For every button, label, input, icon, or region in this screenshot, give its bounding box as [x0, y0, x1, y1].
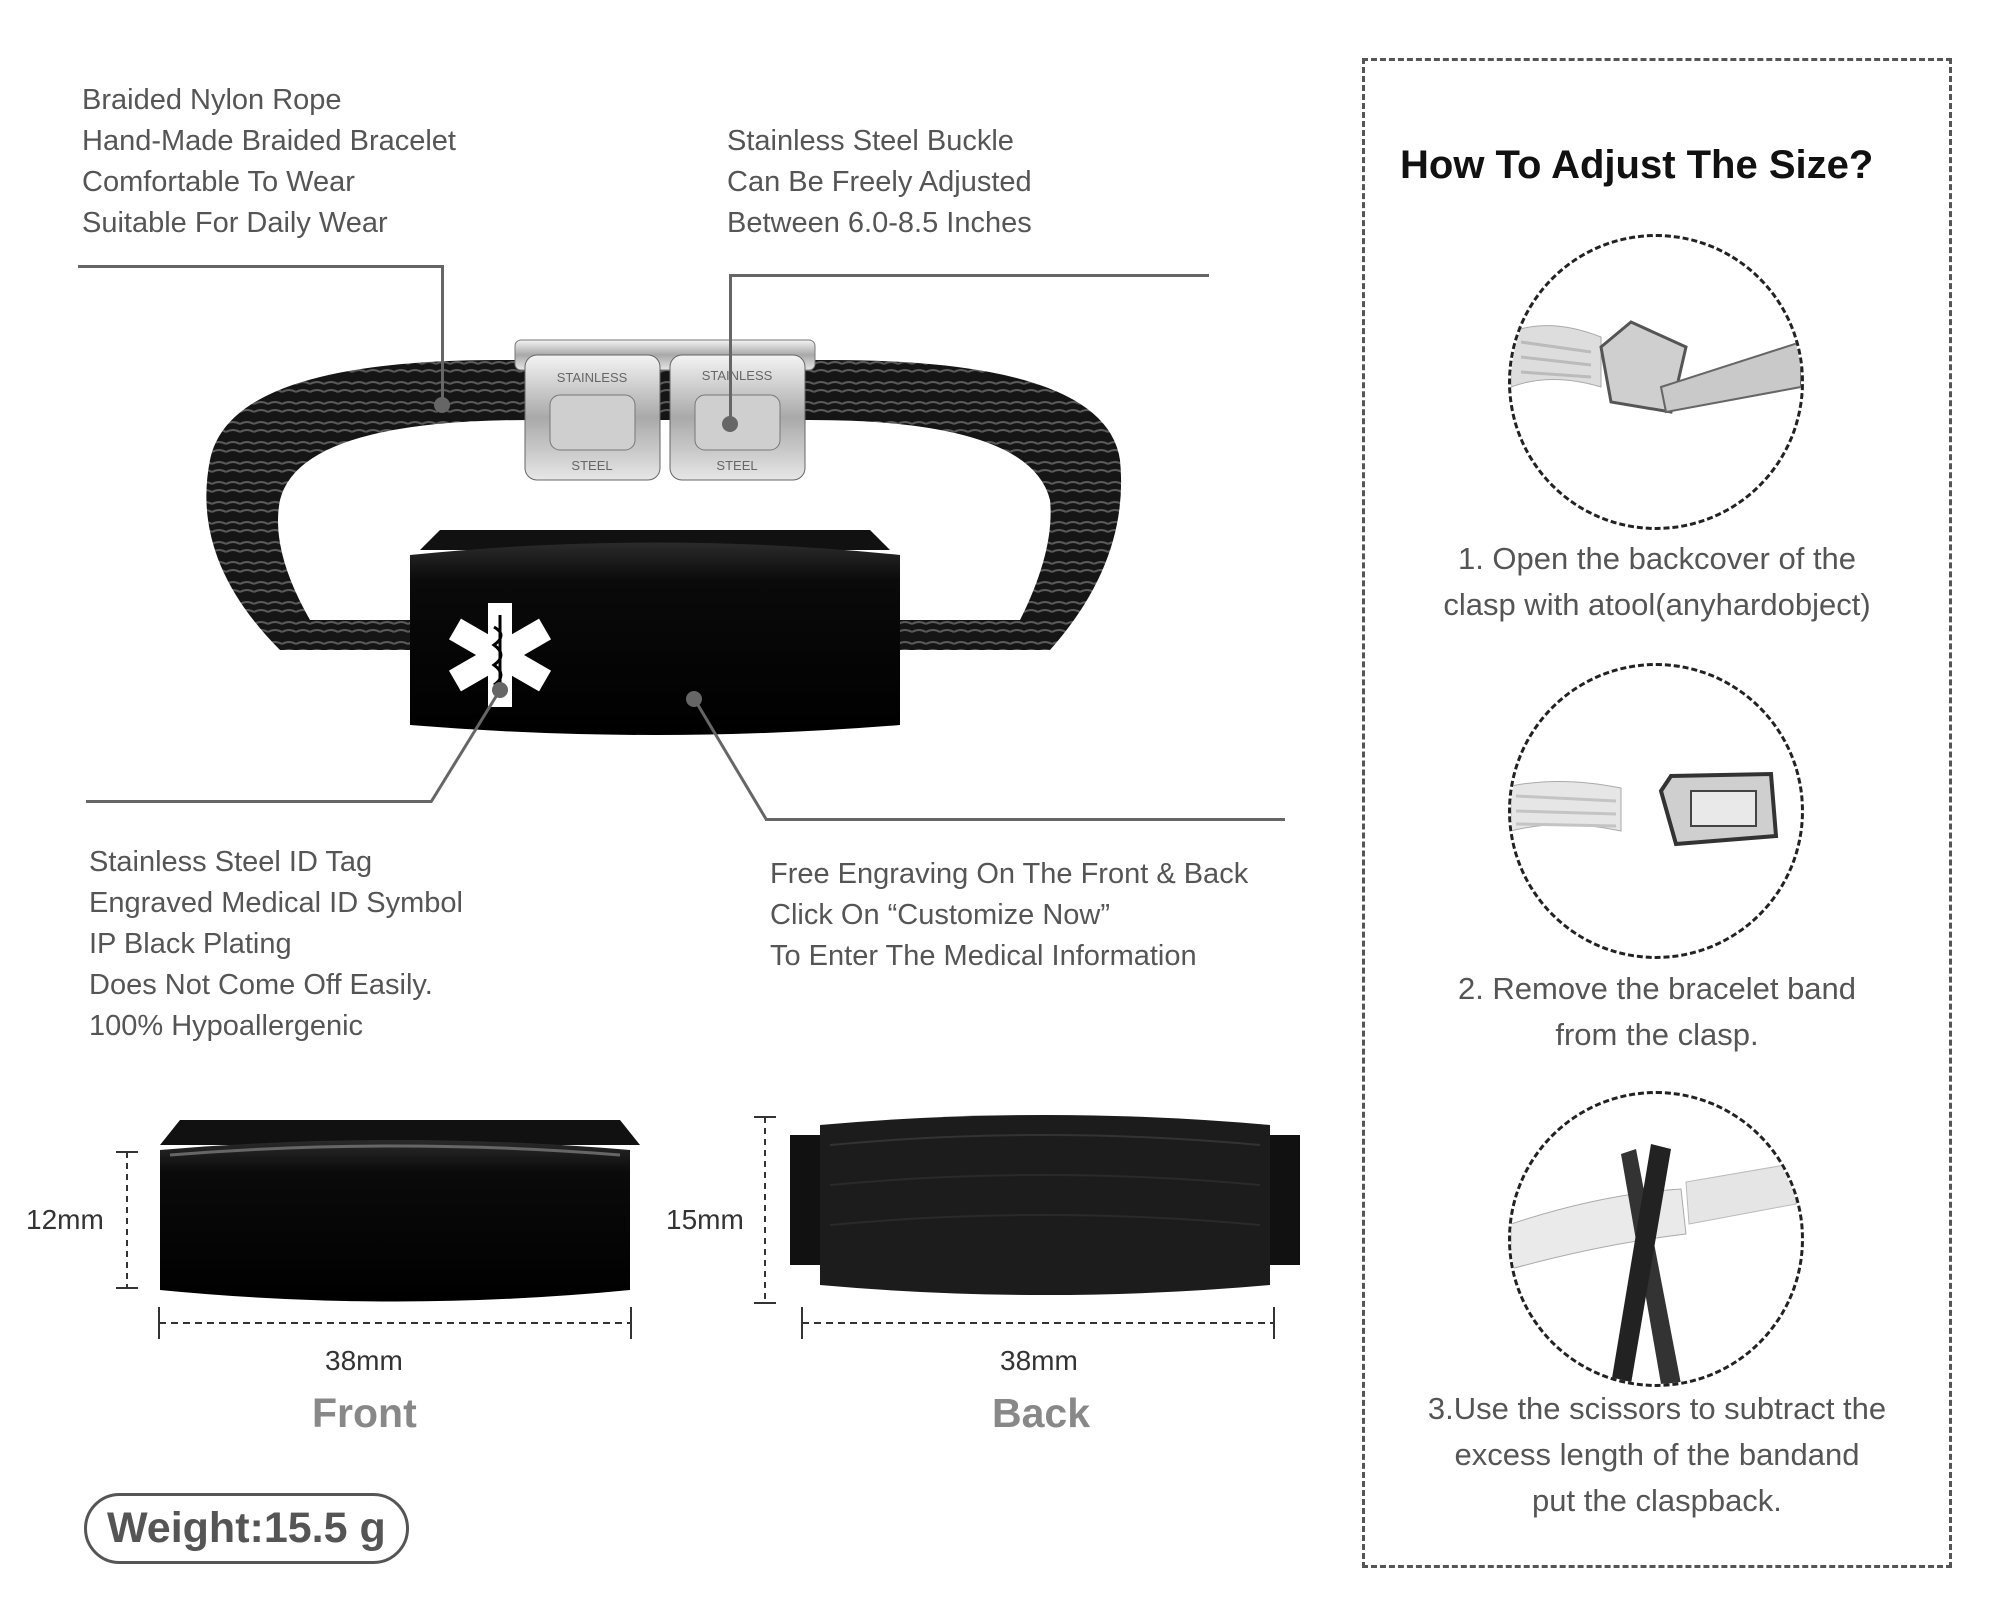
step-3-text: 3.Use the scissors to subtract the exces… — [1365, 1386, 1949, 1524]
leader-line — [729, 274, 732, 422]
feature-line: Hand-Made Braided Bracelet — [82, 125, 456, 157]
step-2-image — [1508, 663, 1804, 959]
front-height-dimension — [116, 1151, 138, 1289]
back-width-dimension — [801, 1307, 1275, 1339]
leader-line — [441, 265, 444, 405]
step-2-text: 2. Remove the bracelet band from the cla… — [1365, 966, 1949, 1058]
feature-line: Braided Nylon Rope — [82, 84, 342, 116]
step-3-image — [1508, 1091, 1804, 1387]
front-width-label: 38mm — [325, 1345, 403, 1376]
back-height-label: 15mm — [666, 1204, 744, 1235]
feature-line: Suitable For Daily Wear — [82, 207, 388, 239]
step-line: 3.Use the scissors to subtract the — [1427, 1391, 1887, 1426]
feature-line: Stainless Steel ID Tag — [89, 846, 373, 878]
leader-dot — [722, 416, 738, 432]
step-1-text: 1. Open the backcover of the clasp with … — [1365, 536, 1949, 628]
back-label: Back — [992, 1390, 1091, 1436]
feature-line: IP Black Plating — [89, 928, 292, 960]
clasp-open-icon — [1511, 320, 1801, 414]
bracelet-image: STAINLESS STEEL STAINLESS STEEL — [206, 339, 1122, 735]
feature-line: Between 6.0-8.5 Inches — [727, 207, 1032, 239]
leader-line — [78, 265, 442, 268]
leader-dot — [492, 682, 508, 698]
feature-line: Comfortable To Wear — [82, 166, 355, 198]
back-width-label: 38mm — [1000, 1345, 1078, 1376]
step-line: 2. Remove the bracelet band — [1457, 971, 1857, 1006]
clasp-engraving: STEEL — [571, 458, 612, 473]
leader-line — [429, 689, 502, 803]
leader-line — [765, 818, 1285, 821]
leader-line — [693, 699, 768, 820]
leader-line — [729, 274, 1209, 277]
feature-nylon-rope: Braided Nylon Rope Hand-Made Braided Bra… — [82, 80, 456, 244]
step-line: excess length of the bandand — [1454, 1437, 1860, 1472]
step-line: clasp with atool(anyhardobject) — [1443, 587, 1871, 622]
feature-engraving: Free Engraving On The Front & Back Click… — [770, 854, 1248, 977]
front-width-dimension — [158, 1307, 632, 1339]
feature-buckle: Stainless Steel Buckle Can Be Freely Adj… — [727, 121, 1032, 244]
feature-line: 100% Hypoallergenic — [89, 1010, 364, 1042]
step-line: put the claspback. — [1532, 1483, 1782, 1518]
feature-line: Stainless Steel Buckle — [727, 125, 1014, 157]
weight-badge: Weight:15.5 g — [84, 1493, 409, 1564]
back-tag-image — [790, 1115, 1300, 1295]
leader-dot — [686, 691, 702, 707]
clasp-engraving: STAINLESS — [702, 368, 773, 383]
feature-line: Does Not Come Off Easily. — [89, 969, 433, 1001]
clasp-engraving: STAINLESS — [557, 370, 628, 385]
adjust-size-panel: How To Adjust The Size? 1. Open the back… — [1362, 58, 1952, 1568]
front-tag-image — [160, 1120, 640, 1302]
step-line: 1. Open the backcover of the — [1457, 541, 1857, 576]
step-1-image — [1508, 234, 1804, 530]
step-line: from the clasp. — [1555, 1017, 1759, 1052]
leader-dot — [434, 397, 450, 413]
feature-line: To Enter The Medical Information — [770, 940, 1197, 972]
front-height-label: 12mm — [26, 1204, 104, 1235]
feature-line: Engraved Medical ID Symbol — [89, 887, 463, 919]
leader-line — [86, 800, 432, 803]
scissors-icon — [1511, 1144, 1797, 1384]
panel-title: How To Adjust The Size? — [1400, 143, 1874, 187]
feature-line: Can Be Freely Adjusted — [727, 166, 1032, 198]
front-label: Front — [312, 1390, 417, 1436]
band-removed-icon — [1511, 771, 1779, 847]
feature-line: Click On “Customize Now” — [770, 899, 1110, 931]
feature-id-tag: Stainless Steel ID Tag Engraved Medical … — [89, 842, 463, 1047]
clasp-engraving: STEEL — [716, 458, 757, 473]
feature-line: Free Engraving On The Front & Back — [770, 858, 1249, 890]
back-height-dimension — [754, 1116, 776, 1304]
